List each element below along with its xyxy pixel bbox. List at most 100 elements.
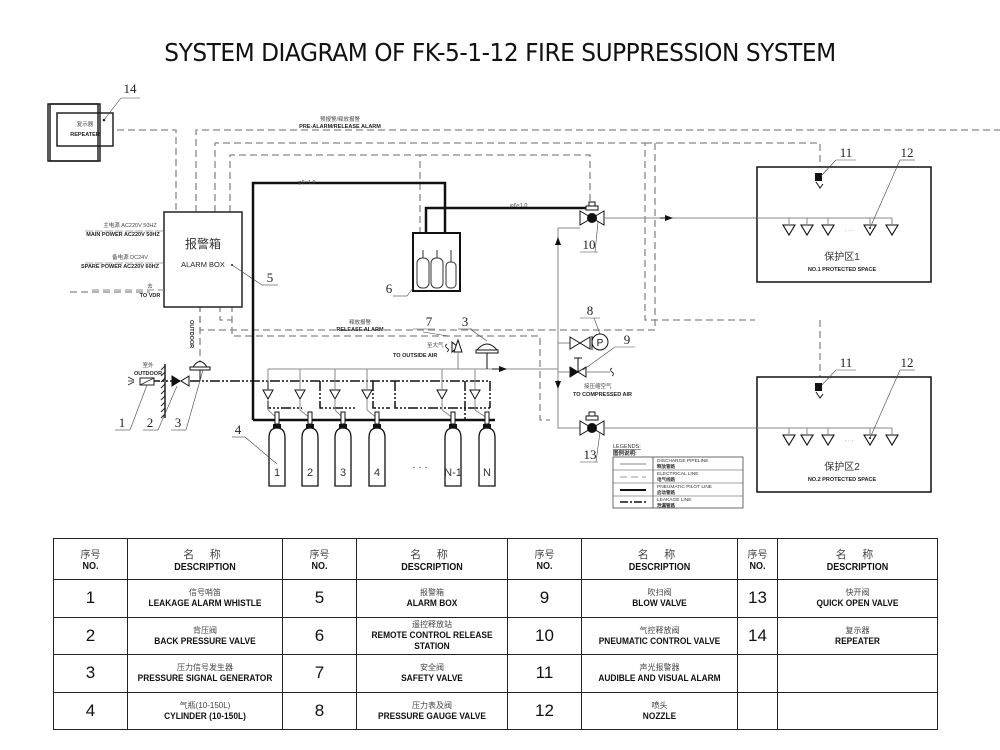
pre-release-alarm-en: PRE-ALARM/RELEASE ALARM	[299, 124, 381, 130]
release-alarm-en: RELEASE ALARM	[336, 327, 384, 333]
cylinder-ellipsis: · · ·	[412, 462, 428, 473]
description-en: PRESSURE SIGNAL GENERATOR	[137, 673, 273, 685]
description-en: NOZZLE	[642, 710, 677, 722]
legend-title-en: LEGENDS:	[613, 444, 641, 450]
callout-12-zone2: 12	[901, 355, 914, 370]
electrical-lines	[70, 129, 1000, 421]
description-cn: 气瓶(10-150L)	[179, 700, 231, 710]
callout-4-group: 4	[232, 422, 278, 465]
protected-space-2: 保护区2 NO.2 PROTECTED SPACE · · ·	[756, 369, 932, 493]
legend-row-en: ELECTRICAL LINE	[657, 471, 698, 477]
line-legend: LEGENDS: 图例说明: DISCHARGE PIPELINE释放管路ELE…	[612, 444, 744, 509]
audible-visual-alarm-icon	[815, 173, 822, 181]
component-description	[777, 654, 938, 693]
description-en: BLOW VALVE	[632, 598, 687, 610]
outdoor-cn: 室外	[142, 361, 154, 369]
nozzle-icon	[863, 224, 877, 237]
description-en: REPEATER	[835, 635, 880, 647]
alarm-box-label-en: ALARM BOX	[181, 260, 225, 269]
cylinder-body	[368, 427, 386, 487]
callout-7: 7	[426, 314, 433, 329]
description-en: SAFETY VALVE	[401, 673, 463, 685]
system-diagram: 复示器 REPEATER 14 预报警/释放报警 PRE-ALARM/RELEA…	[47, 81, 1000, 509]
repeater: 复示器 REPEATER 14	[49, 81, 140, 162]
outdoor-vertical-label: OUTDOOR	[188, 320, 194, 348]
check-valve-icon	[329, 389, 341, 401]
pipe-spec-2: φ6×1.0	[510, 203, 527, 209]
cylinder: N-1	[436, 381, 462, 487]
component-number: 11	[507, 654, 582, 693]
nozzle-icon	[821, 434, 835, 447]
cylinder: 1	[262, 381, 286, 487]
nozzle-icon	[821, 224, 835, 237]
leakage-line	[150, 380, 491, 420]
callout-10: 10	[583, 237, 596, 252]
main-power-en: MAIN POWER AC220V 50HZ	[86, 232, 160, 238]
description-cn: 吹扫阀	[647, 588, 672, 598]
callout-8: 8	[587, 303, 594, 318]
legend-title-cn: 图例说明:	[613, 449, 637, 457]
gauge-letter: P	[597, 338, 604, 349]
check-valve-icon	[361, 389, 373, 401]
component-number: 1	[53, 579, 128, 618]
pressure-gauge-valve: P 8	[569, 303, 609, 351]
callout-13: 13	[584, 447, 597, 462]
description-cn: 背压阀	[193, 625, 217, 635]
pressure-signal-generator-2: 3	[458, 314, 499, 369]
nozzle-icon	[863, 434, 877, 447]
callout-1: 1	[119, 415, 126, 430]
legend-row-cn: 释放管路	[657, 463, 675, 470]
diagram-title: SYSTEM DIAGRAM OF FK-5-1-12 FIRE SUPPRES…	[164, 38, 836, 67]
component-number: 12	[507, 691, 582, 730]
component-number: 13	[737, 579, 778, 618]
blow-valve: 接压缩空气 TO COMPRESSED AIR 9	[558, 332, 635, 398]
repeater-label-cn: 复示器	[77, 120, 94, 128]
callout-6: 6	[386, 281, 393, 296]
callout-3-right: 3	[462, 314, 469, 329]
to-compressed-air-cn: 接压缩空气	[584, 382, 612, 390]
power-inputs: 主电源 AC220V 50HZ MAIN POWER AC220V 50HZ 备…	[81, 221, 164, 299]
description-cn: 快开阀	[845, 588, 870, 598]
component-number: 3	[53, 654, 128, 693]
cylinder-label: 2	[307, 467, 313, 479]
callout-5: 5	[267, 270, 274, 285]
pre-release-alarm-cn: 预报警/释放报警	[320, 115, 361, 123]
leakage-alarm-whistle: 室外 OUTDOOR 1	[115, 361, 162, 431]
nozzle-icon	[800, 224, 814, 237]
nozzle-icon	[885, 224, 899, 237]
cylinder-label: N	[483, 467, 491, 479]
pneumatic-control-valve: 10	[579, 201, 605, 253]
description-en: AUDIBLE AND VISUAL ALARM	[598, 673, 721, 685]
check-valve-icon	[436, 389, 448, 401]
to-vdr-en: TO VDR	[140, 293, 161, 299]
description-en: ALARM BOX	[406, 598, 458, 610]
cylinder-label: 1	[274, 467, 280, 479]
to-outside-air-en: TO OUTSIDE AIR	[393, 353, 437, 359]
outdoor-en: OUTDOOR	[134, 371, 162, 377]
cylinder-label: 3	[340, 467, 346, 479]
alarm-box-label-cn: 报警箱	[185, 236, 221, 251]
quick-open-valve: 13	[579, 411, 605, 463]
component-description: 气瓶(10-150L)CYLINDER (10-150L)	[127, 691, 283, 730]
callout-2: 2	[147, 415, 154, 430]
cylinder: 2	[294, 381, 319, 487]
description-en: LEAKAGE ALARM WHISTLE	[148, 598, 262, 610]
